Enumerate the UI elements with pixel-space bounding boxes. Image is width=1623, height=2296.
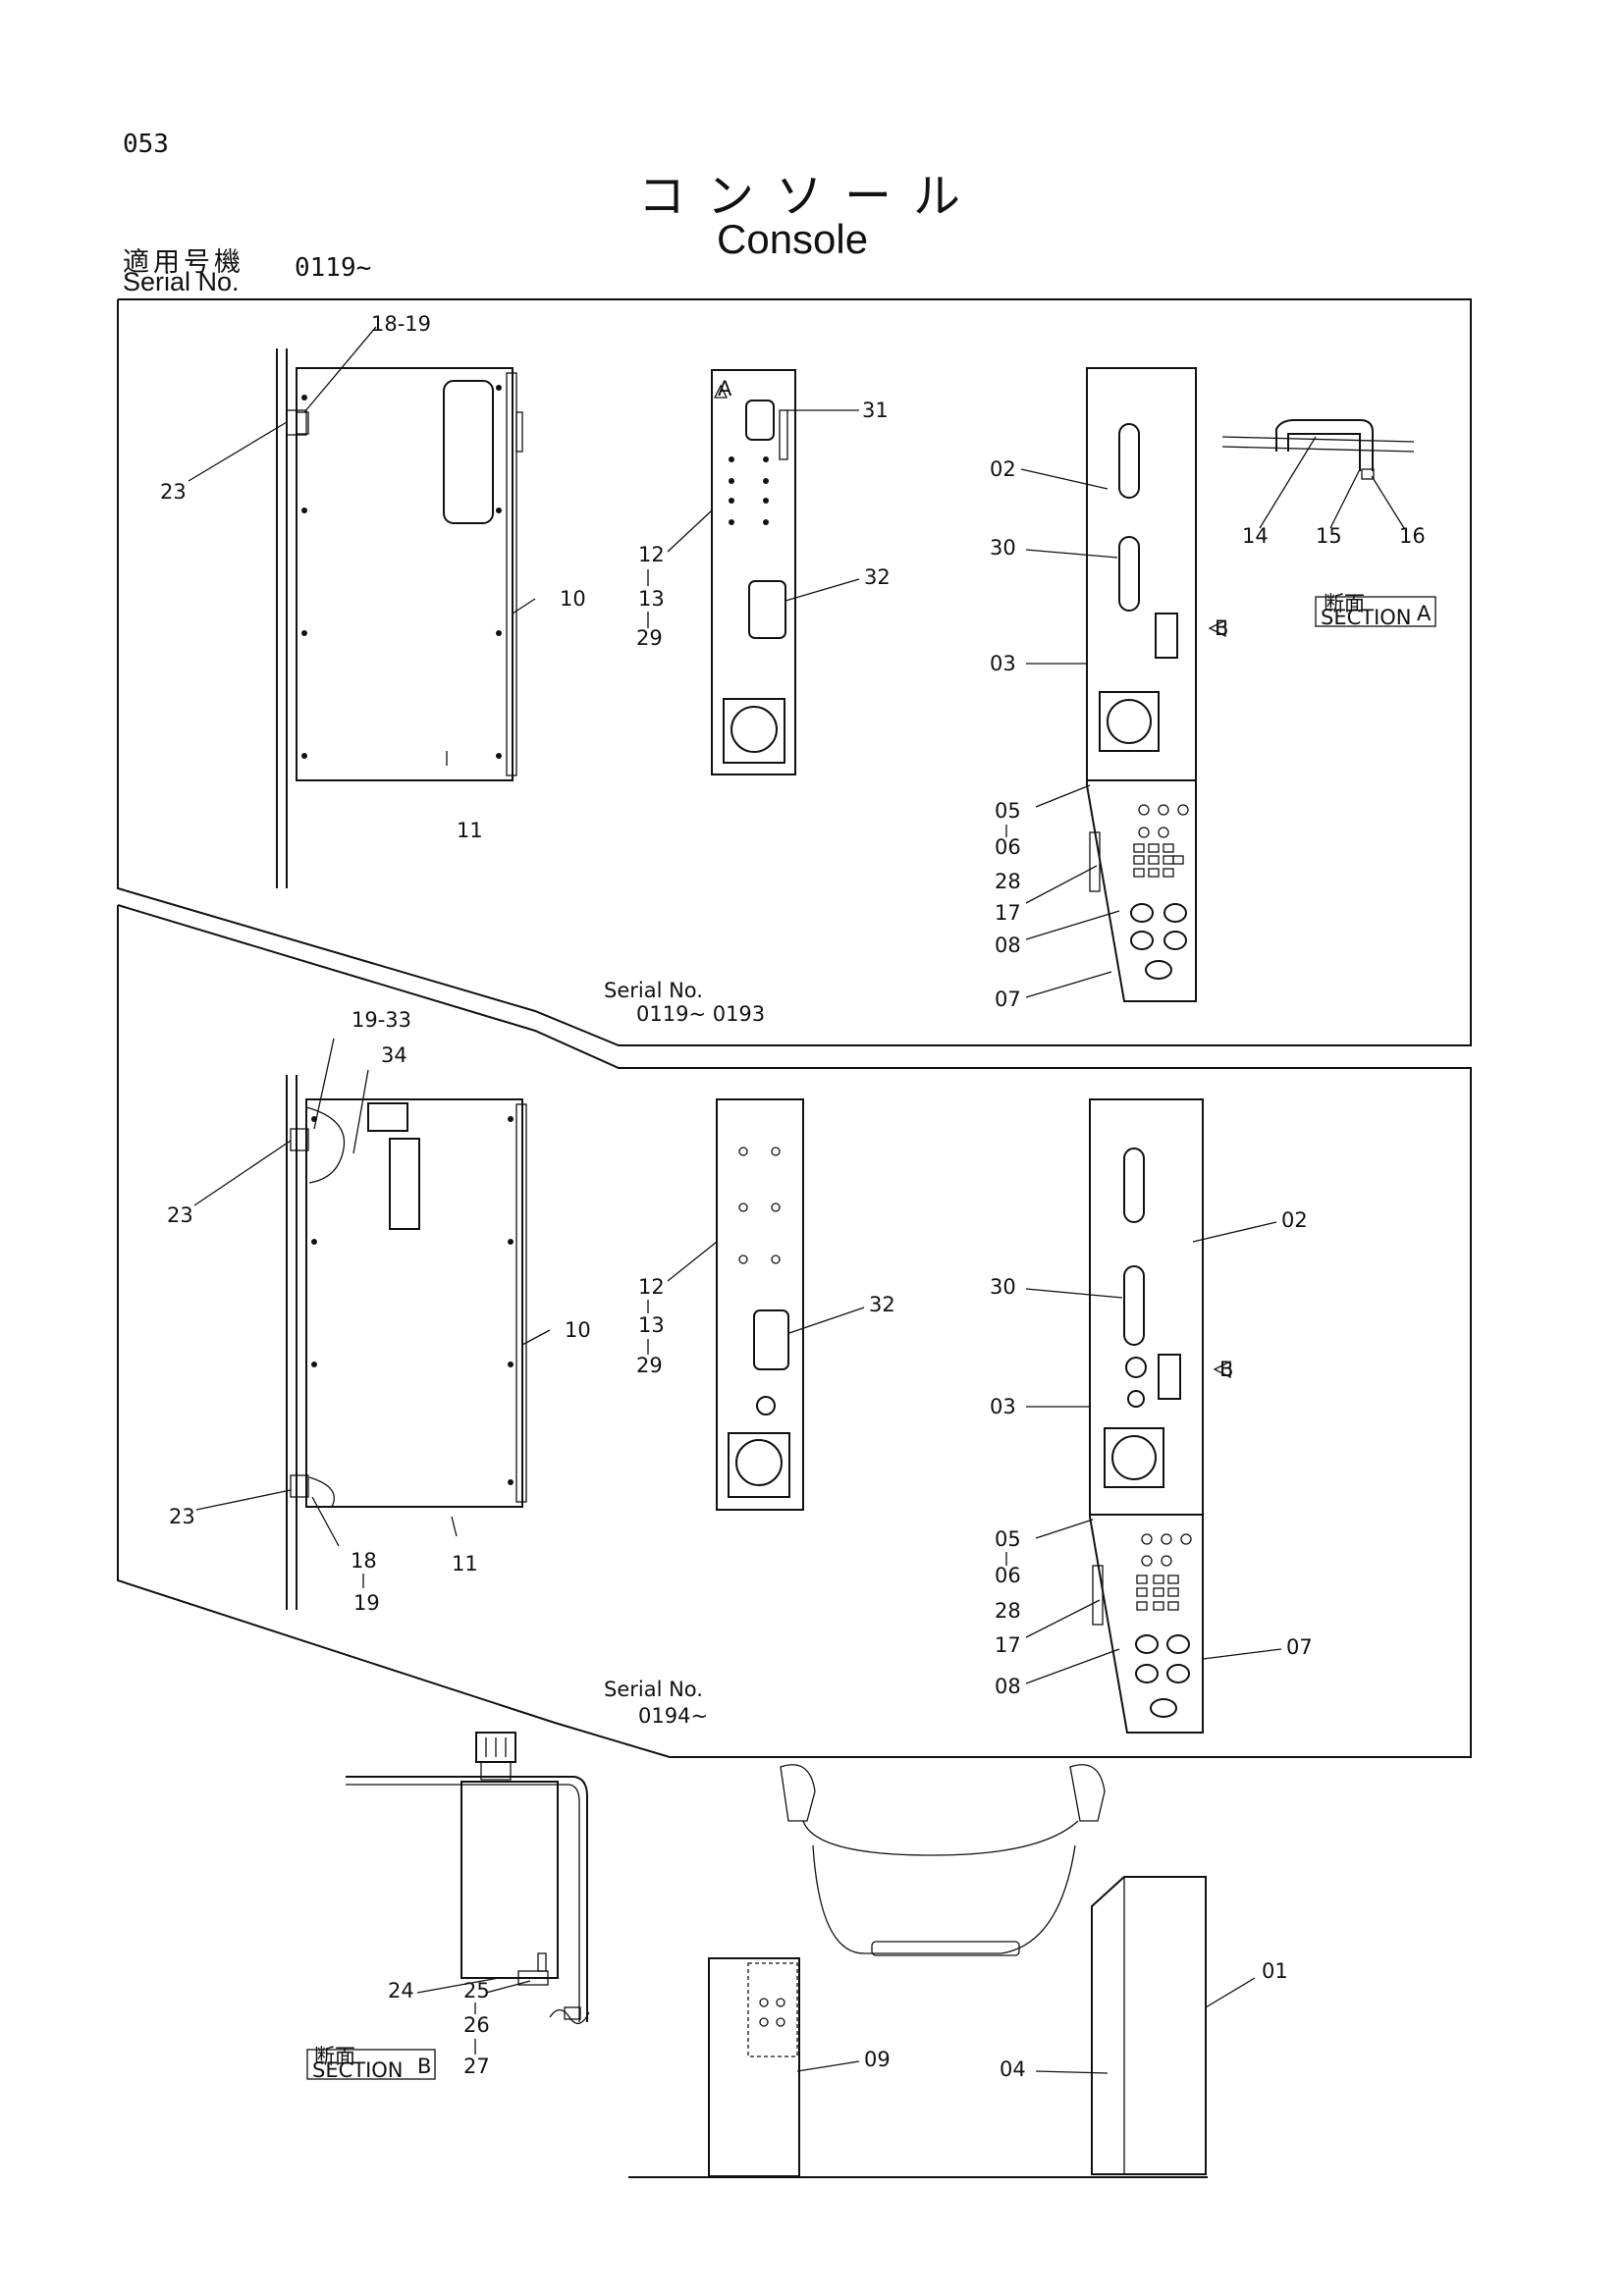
upper-frame bbox=[117, 298, 1472, 1046]
svg-text:断面: 断面 bbox=[1324, 592, 1365, 615]
callout-01: 01 bbox=[1262, 1959, 1288, 1983]
callout-19: 19 bbox=[353, 1591, 380, 1615]
upper-serial-range: 0119~ 0193 bbox=[636, 1002, 765, 1026]
serial-label-english: Serial No. bbox=[123, 267, 240, 296]
svg-text:A: A bbox=[1417, 602, 1432, 625]
callout-02-lower: 02 bbox=[1281, 1208, 1308, 1232]
callout-06-lower: 06 bbox=[995, 1564, 1021, 1587]
serial-label-japanese: 適用号機 bbox=[123, 247, 244, 278]
upper-console-column bbox=[1020, 367, 1226, 1002]
callout-13: 13 bbox=[638, 587, 665, 611]
machine-outline bbox=[628, 1764, 1256, 2178]
upper-side-panel bbox=[188, 326, 536, 888]
callout-03: 03 bbox=[990, 652, 1016, 675]
callout-09: 09 bbox=[864, 2048, 891, 2071]
callout-18: 18 bbox=[351, 1549, 377, 1573]
callout-23-bottom: 23 bbox=[169, 1505, 195, 1528]
section-a-label: 断面 SECTION A bbox=[1315, 592, 1436, 629]
callout-29: 29 bbox=[636, 626, 663, 650]
callout-11-lower: 11 bbox=[452, 1552, 478, 1575]
callout-28-lower: 28 bbox=[995, 1599, 1021, 1623]
callout-32-lower: 32 bbox=[869, 1293, 895, 1316]
lower-frame bbox=[117, 904, 1472, 1758]
callout-18-19: 18-19 bbox=[371, 312, 431, 336]
page-title-english: Console bbox=[717, 216, 869, 262]
callout-16: 16 bbox=[1399, 524, 1426, 548]
callout-26: 26 bbox=[463, 2013, 490, 2037]
lower-inner-panel bbox=[667, 1098, 865, 1511]
lower-serial-range: 0194~ bbox=[638, 1704, 708, 1728]
callout-07: 07 bbox=[995, 988, 1021, 1011]
callout-07-lower: 07 bbox=[1286, 1635, 1313, 1659]
callout-17-lower: 17 bbox=[995, 1633, 1021, 1657]
callout-04: 04 bbox=[1000, 2057, 1026, 2081]
lower-console-column bbox=[1025, 1098, 1282, 1734]
callout-19-33: 19-33 bbox=[352, 1008, 411, 1032]
callout-05-lower: 05 bbox=[995, 1527, 1021, 1551]
callout-14: 14 bbox=[1242, 524, 1269, 548]
callout-24: 24 bbox=[388, 1979, 414, 2002]
callout-32: 32 bbox=[864, 565, 891, 589]
callout-10-lower: 10 bbox=[565, 1318, 591, 1342]
marker-b: B bbox=[1215, 616, 1228, 640]
callout-12: 12 bbox=[638, 543, 665, 566]
callout-02: 02 bbox=[990, 457, 1016, 481]
callout-13-lower: 13 bbox=[638, 1313, 665, 1337]
callout-15: 15 bbox=[1316, 524, 1342, 548]
lower-serial-label: Serial No. bbox=[604, 1678, 703, 1701]
marker-b-lower: B bbox=[1219, 1358, 1233, 1381]
page-title-japanese: コンソール bbox=[638, 169, 983, 224]
callout-34: 34 bbox=[381, 1043, 407, 1067]
callout-25: 25 bbox=[463, 1979, 490, 2002]
callout-05: 05 bbox=[995, 799, 1021, 823]
callout-08-lower: 08 bbox=[995, 1675, 1021, 1698]
callout-23-top: 23 bbox=[167, 1203, 193, 1227]
svg-text:B: B bbox=[417, 2055, 431, 2078]
callout-29-lower: 29 bbox=[636, 1354, 663, 1377]
callout-08: 08 bbox=[995, 934, 1021, 957]
marker-a: A bbox=[718, 377, 732, 400]
page-number: 053 bbox=[123, 130, 169, 159]
callout-12-lower: 12 bbox=[638, 1275, 665, 1299]
section-b-detail bbox=[346, 1732, 590, 2024]
callout-10: 10 bbox=[560, 587, 586, 611]
callout-28: 28 bbox=[995, 870, 1021, 893]
callout-11: 11 bbox=[457, 819, 483, 842]
callout-27: 27 bbox=[463, 2055, 490, 2078]
upper-inner-panel bbox=[667, 369, 860, 775]
serial-range: 0119~ bbox=[295, 253, 372, 283]
callout-30-lower: 30 bbox=[990, 1275, 1016, 1299]
section-a-detail bbox=[1221, 419, 1415, 529]
callout-06: 06 bbox=[995, 835, 1021, 859]
upper-serial-label: Serial No. bbox=[604, 979, 703, 1002]
callout-17: 17 bbox=[995, 901, 1021, 925]
svg-text:SECTION: SECTION bbox=[312, 2058, 404, 2082]
callout-31: 31 bbox=[862, 399, 889, 422]
callout-03-lower: 03 bbox=[990, 1395, 1016, 1418]
svg-text:SECTION: SECTION bbox=[1321, 606, 1412, 629]
svg-text:断面: 断面 bbox=[314, 2045, 355, 2068]
lower-side-panel bbox=[193, 1038, 551, 1610]
section-b-label: 断面 SECTION B bbox=[306, 2045, 436, 2082]
callout-23: 23 bbox=[160, 480, 187, 504]
callout-30: 30 bbox=[990, 536, 1016, 560]
